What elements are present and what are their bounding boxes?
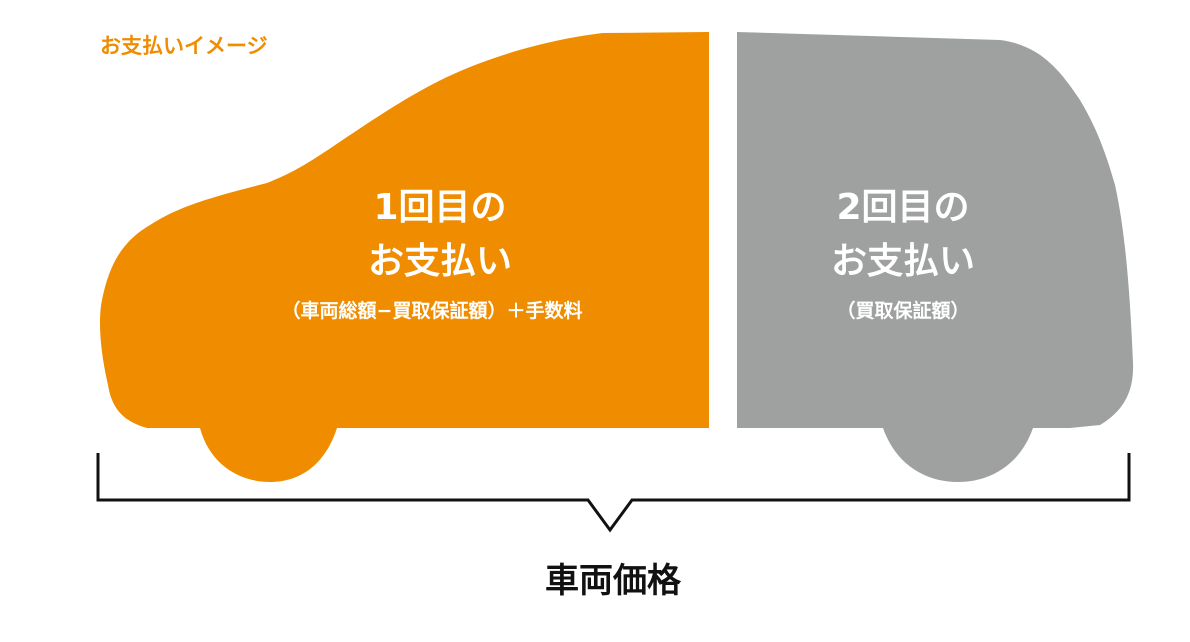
second-payment-line1: 2回目の <box>836 187 970 228</box>
diagram-heading: お支払いイメージ <box>100 34 268 58</box>
first-payment-line2: お支払い <box>367 241 513 282</box>
total-bracket <box>96 453 1131 533</box>
first-payment-line1: 1回目の <box>373 187 507 228</box>
second-payment-line2: お支払い <box>830 241 976 282</box>
second-payment-detail: （買取保証額） <box>836 300 970 322</box>
first-payment-car-front <box>100 32 709 482</box>
second-payment-car-rear <box>737 32 1134 482</box>
first-payment-detail: （車両総額−買取保証額）＋手数料 <box>281 300 583 322</box>
vehicle-price-label: 車両価格 <box>545 561 681 601</box>
